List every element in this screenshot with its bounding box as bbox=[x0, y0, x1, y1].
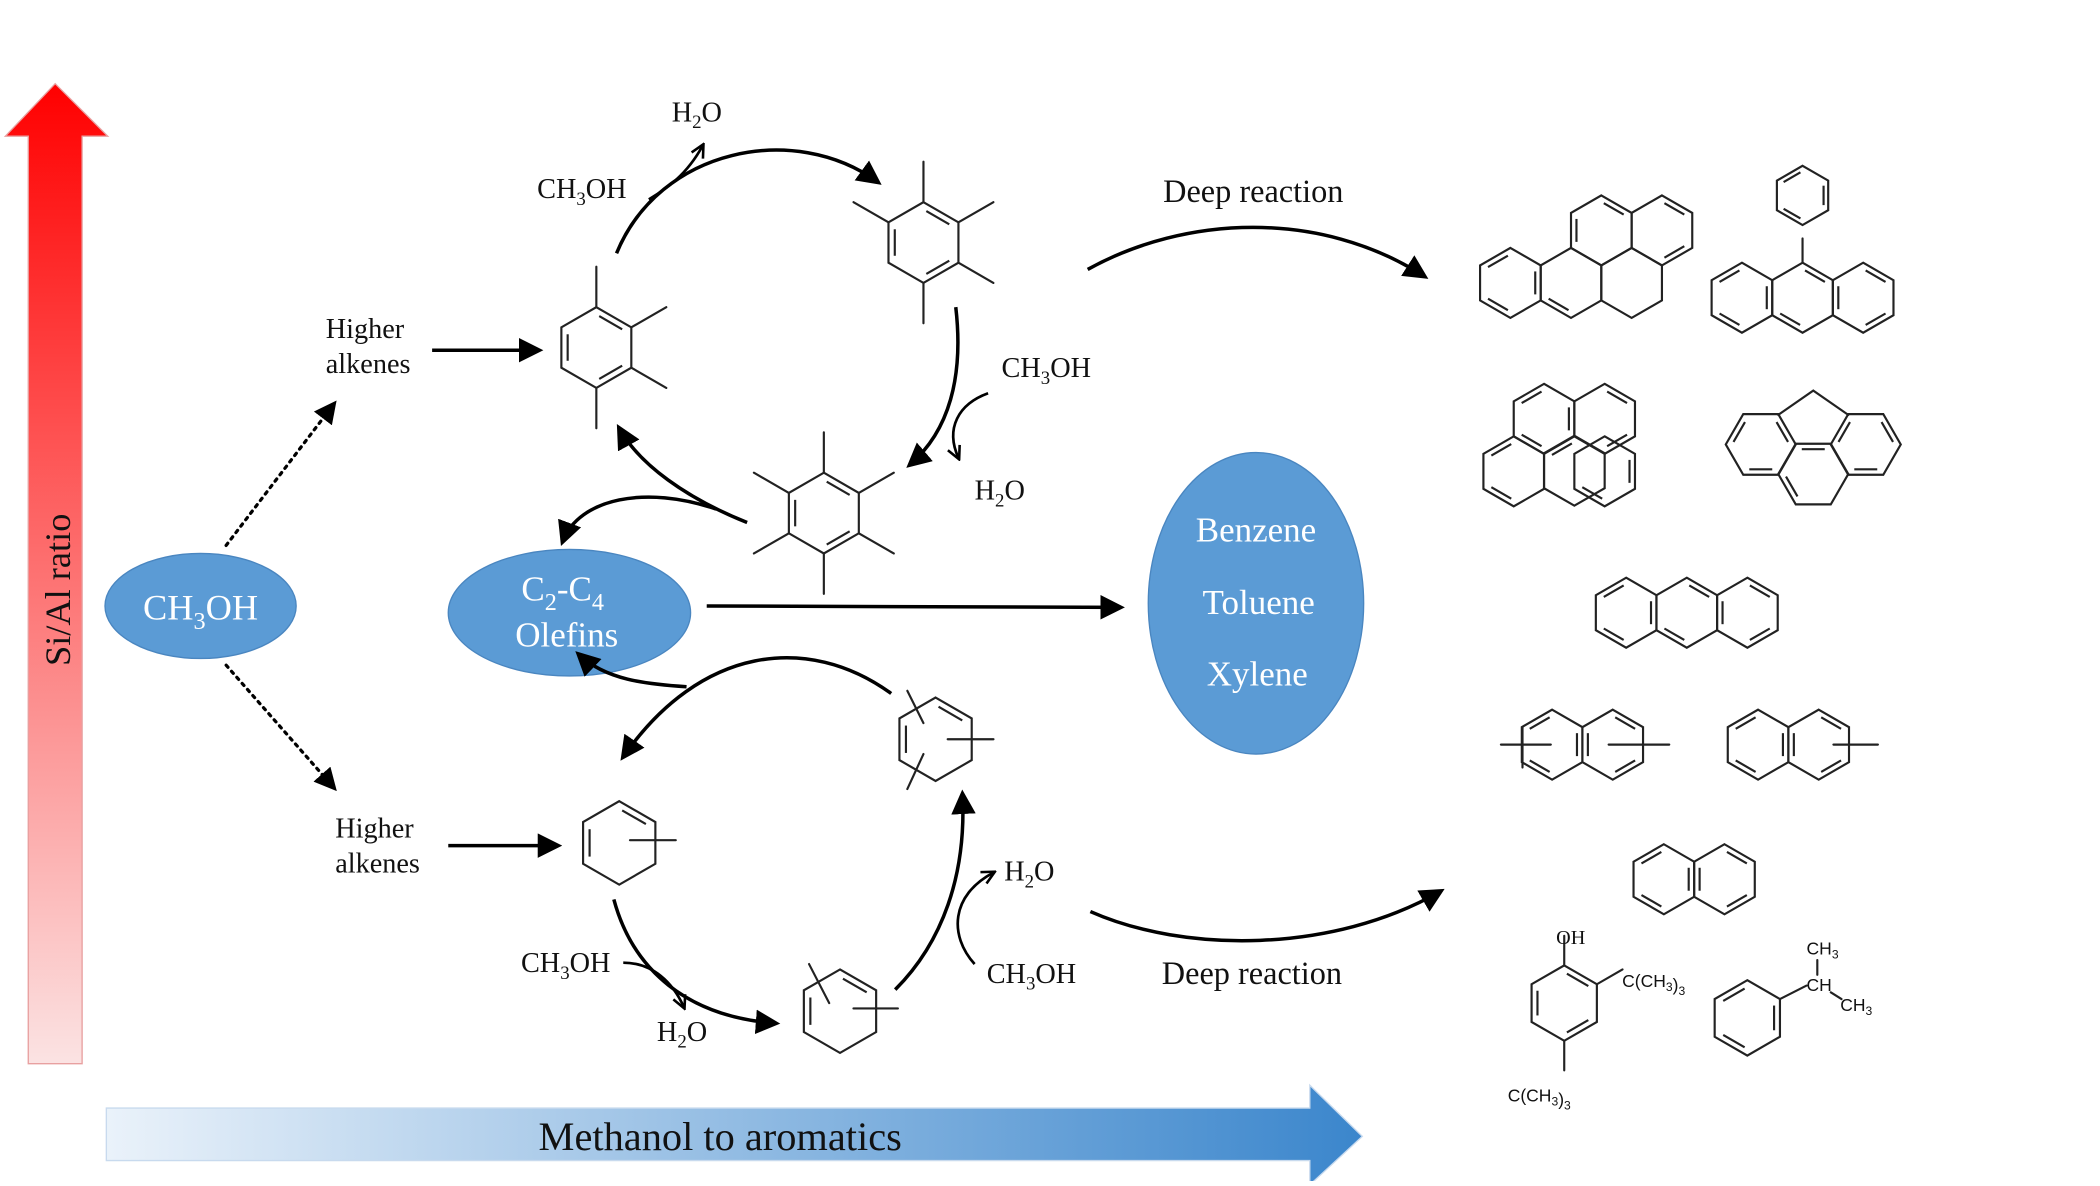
cumene bbox=[1713, 958, 1843, 1057]
phenol-tbu-top-label: C(CH3)3 bbox=[1622, 971, 1685, 998]
upper-cycle-arrow-1 bbox=[614, 148, 882, 254]
upper-methanol-in-water-out-1 bbox=[648, 146, 703, 201]
upper-water-label-1: H2O bbox=[672, 97, 722, 133]
dotted-arrow-down bbox=[224, 663, 337, 792]
btx-toluene: Toluene bbox=[1203, 583, 1315, 622]
olefins-formula: C2-C4 bbox=[521, 570, 604, 616]
methylbenzene-lower bbox=[582, 799, 677, 886]
lower-cycle-arrow-to-olefins bbox=[575, 651, 687, 689]
btx-benzene: Benzene bbox=[1196, 510, 1316, 549]
cumene-ch-label: CH bbox=[1807, 975, 1832, 995]
si-al-ratio-label: Si/Al ratio bbox=[38, 514, 78, 666]
lower-methanol-in-water-out-1 bbox=[623, 961, 684, 1007]
higher-alkenes-top-line2: alkenes bbox=[326, 349, 411, 380]
phenylanthracene bbox=[1710, 164, 1895, 334]
naphthalene bbox=[1632, 843, 1756, 916]
molecule-structures bbox=[560, 160, 1903, 1072]
node-btx: Benzene Toluene Xylene bbox=[1147, 451, 1365, 755]
cumene-ch3-right-label: CH3 bbox=[1840, 995, 1872, 1018]
deep-reaction-top-label: Deep reaction bbox=[1163, 173, 1343, 209]
dimethylnaphthalene bbox=[1499, 708, 1671, 781]
lower-water-label-1: H2O bbox=[657, 1017, 707, 1053]
lower-methanol-label-2: CH3OH bbox=[987, 959, 1076, 995]
phenol-oh-label: OH bbox=[1556, 927, 1585, 949]
pentamethylbenzene bbox=[852, 160, 995, 325]
lower-cycle-arrow-3 bbox=[893, 789, 976, 991]
upper-methanol-label-1: CH3OH bbox=[537, 174, 626, 210]
anthracene bbox=[1594, 576, 1779, 649]
lower-cycle-arrow-2 bbox=[612, 898, 781, 1035]
higher-alkenes-bottom: Higher alkenes bbox=[335, 814, 420, 880]
node-olefins: C2-C4 Olefins bbox=[447, 548, 692, 677]
lower-methanol-in-water-out-2 bbox=[956, 873, 994, 965]
lower-water-label-2: H2O bbox=[1004, 857, 1054, 893]
deep-reaction-arrow-bottom bbox=[1089, 888, 1445, 943]
higher-alkenes-bottom-line2: alkenes bbox=[335, 849, 420, 880]
formula-labels: H2O CH3OH CH3OH H2O H2O CH3OH CH3OH H2O bbox=[521, 97, 1091, 1052]
pyrene bbox=[1482, 382, 1637, 508]
lower-cycle-arrow-1 bbox=[620, 656, 893, 761]
upper-methanol-label-2: CH3OH bbox=[1002, 353, 1091, 389]
benzo-pah bbox=[1478, 194, 1694, 320]
higher-alkenes-top: Higher alkenes bbox=[326, 314, 411, 380]
higher-alkenes-bottom-line1: Higher bbox=[335, 814, 414, 845]
si-al-arrow-shape bbox=[3, 82, 110, 1065]
node-methanol: CH3OH bbox=[104, 552, 297, 660]
upper-methanol-in-water-out-2 bbox=[953, 392, 989, 458]
arrow-olefins-to-btx bbox=[706, 595, 1125, 620]
deep-reaction-arrow-top bbox=[1086, 225, 1429, 279]
btx-xylene: Xylene bbox=[1207, 654, 1308, 693]
upper-cycle-arrow-2 bbox=[906, 306, 960, 468]
olefins-ellipse bbox=[447, 548, 692, 677]
deep-reaction-bottom-label: Deep reaction bbox=[1162, 955, 1342, 991]
lower-methanol-label-1: CH3OH bbox=[521, 948, 610, 984]
phenol-tbu-bottom-label: C(CH3)3 bbox=[1508, 1085, 1571, 1112]
higher-alkenes-top-line1: Higher bbox=[326, 314, 405, 345]
di-tert-butylphenol bbox=[1530, 934, 1624, 1072]
methanol-node-label: CH3OH bbox=[143, 587, 258, 634]
mta-arrow: Methanol to aromatics bbox=[105, 1083, 1364, 1186]
mta-arrow-shape bbox=[105, 1083, 1364, 1186]
methanol-ellipse bbox=[104, 552, 297, 660]
btx-ellipse bbox=[1147, 451, 1365, 755]
upper-water-label-2: H2O bbox=[975, 476, 1025, 512]
upper-cycle-arrow-to-olefins bbox=[558, 495, 717, 546]
cyclopenta-pyrene bbox=[1724, 389, 1903, 506]
hexamethylbenzene bbox=[752, 431, 895, 595]
olefins-label: Olefins bbox=[515, 615, 618, 654]
dotted-arrow-up bbox=[224, 400, 337, 548]
cumene-ch3-top-label: CH3 bbox=[1807, 939, 1839, 962]
si-al-ratio-arrow: Si/Al ratio bbox=[3, 82, 110, 1065]
upper-cycle-arrow-3 bbox=[616, 424, 748, 525]
mta-label: Methanol to aromatics bbox=[539, 1114, 902, 1159]
methylnaphthalene bbox=[1726, 708, 1879, 781]
trimethylbenzene-lower bbox=[898, 689, 995, 791]
tetramethylbenzene bbox=[560, 265, 668, 430]
dimethylbenzene-lower bbox=[802, 962, 899, 1055]
